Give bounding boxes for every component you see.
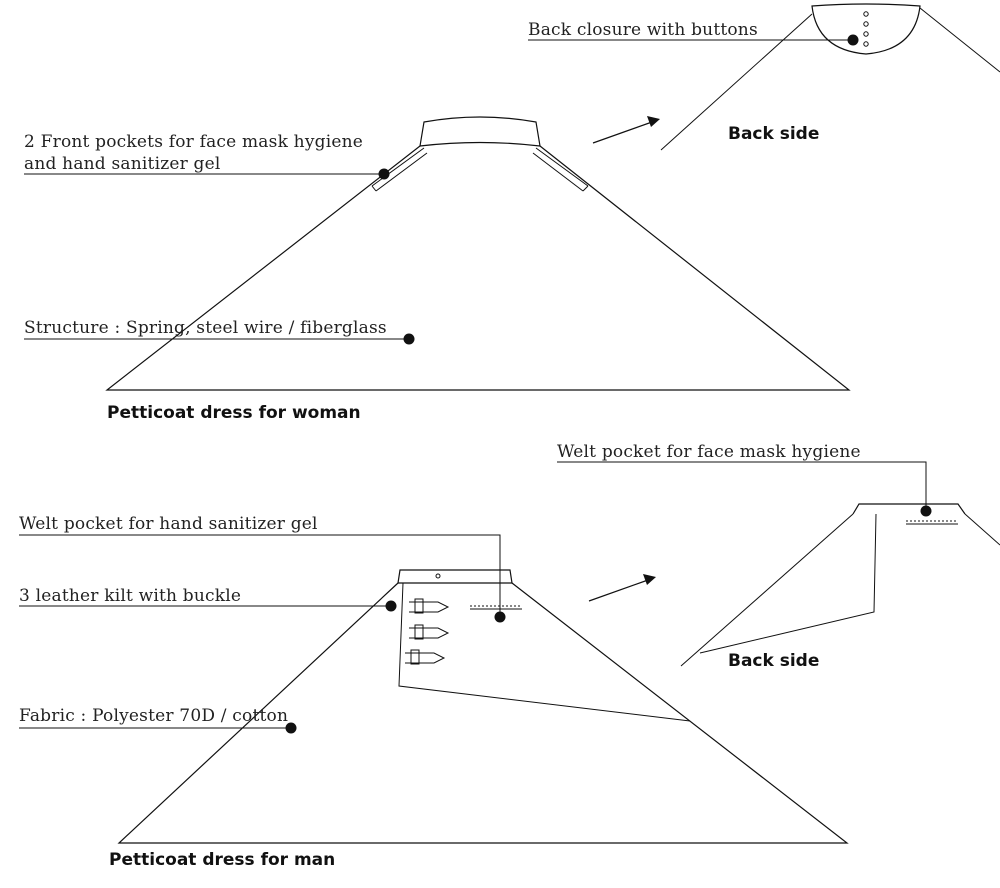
man-back-edge-left xyxy=(680,513,854,667)
callout-back-closure: Back closure with buttons xyxy=(528,20,859,46)
man-back-edge-right xyxy=(964,513,1000,546)
buckle-icon xyxy=(414,598,424,614)
callout-closure-text: Back closure with buttons xyxy=(528,20,758,40)
callout-structure: Structure : Spring, steel wire / fibergl… xyxy=(24,318,415,345)
woman-right-pocket xyxy=(532,147,589,192)
callout-pockets-text-2: and hand sanitizer gel xyxy=(24,154,221,174)
strap-icon xyxy=(405,652,446,664)
button-icon xyxy=(863,21,869,27)
woman-caption: Petticoat dress for woman xyxy=(107,403,361,423)
callout-welt-mask-text: Welt pocket for face mask hygiene xyxy=(557,442,861,462)
callout-dot xyxy=(920,505,932,517)
man-front-drawing xyxy=(117,569,849,844)
woman-skirt-outline xyxy=(105,145,851,391)
buckle-icon xyxy=(414,624,424,640)
callout-dot xyxy=(285,722,297,734)
man-back-waistband xyxy=(852,503,966,515)
man-back-drawing xyxy=(680,503,1000,667)
man-back-label: Back side xyxy=(728,651,819,671)
woman-left-pocket xyxy=(371,147,428,192)
button-icon xyxy=(863,31,869,37)
woman-back-collar xyxy=(811,3,921,55)
leader-line xyxy=(19,534,501,617)
man-back-panel xyxy=(699,513,877,654)
callout-fabric: Fabric : Polyester 70D / cotton xyxy=(19,706,297,734)
callout-welt-mask: Welt pocket for face mask hygiene xyxy=(557,442,932,517)
leader-line xyxy=(557,461,927,511)
buckle-icon xyxy=(410,649,420,665)
callout-pockets-text-1: 2 Front pockets for face mask hygiene xyxy=(24,132,363,152)
callout-dot xyxy=(847,34,859,46)
strap-icon xyxy=(409,627,450,639)
button-icon xyxy=(863,11,869,17)
callout-front-pockets: 2 Front pockets for face mask hygiene an… xyxy=(24,132,390,180)
callout-welt-gel-text: Welt pocket for hand sanitizer gel xyxy=(19,514,318,534)
man-kilt-flap xyxy=(398,582,691,722)
man-skirt-outline xyxy=(117,582,849,844)
callout-structure-text: Structure : Spring, steel wire / fibergl… xyxy=(24,318,387,338)
callout-dot xyxy=(385,600,397,612)
callout-kilt-text: 3 leather kilt with buckle xyxy=(19,586,241,606)
strap-icon xyxy=(409,601,450,613)
button-icon xyxy=(435,573,441,579)
callout-fabric-text: Fabric : Polyester 70D / cotton xyxy=(19,706,288,726)
callout-welt-gel: Welt pocket for hand sanitizer gel xyxy=(19,514,506,623)
callout-dot xyxy=(378,168,390,180)
woman-back-edge-right xyxy=(919,7,1000,73)
woman-back-edge-left xyxy=(660,13,813,151)
callout-dot xyxy=(403,333,415,345)
woman-arrow-to-back xyxy=(592,116,660,144)
woman-back-label: Back side xyxy=(728,124,819,144)
man-caption: Petticoat dress for man xyxy=(109,850,335,870)
callout-dot xyxy=(494,611,506,623)
woman-waistband xyxy=(419,116,541,147)
man-waistband xyxy=(397,569,513,584)
man-arrow-to-back xyxy=(588,574,656,602)
callout-kilt: 3 leather kilt with buckle xyxy=(19,586,397,612)
woman-back-drawing xyxy=(660,3,1000,151)
button-icon xyxy=(863,41,869,47)
woman-front-drawing xyxy=(105,116,851,391)
